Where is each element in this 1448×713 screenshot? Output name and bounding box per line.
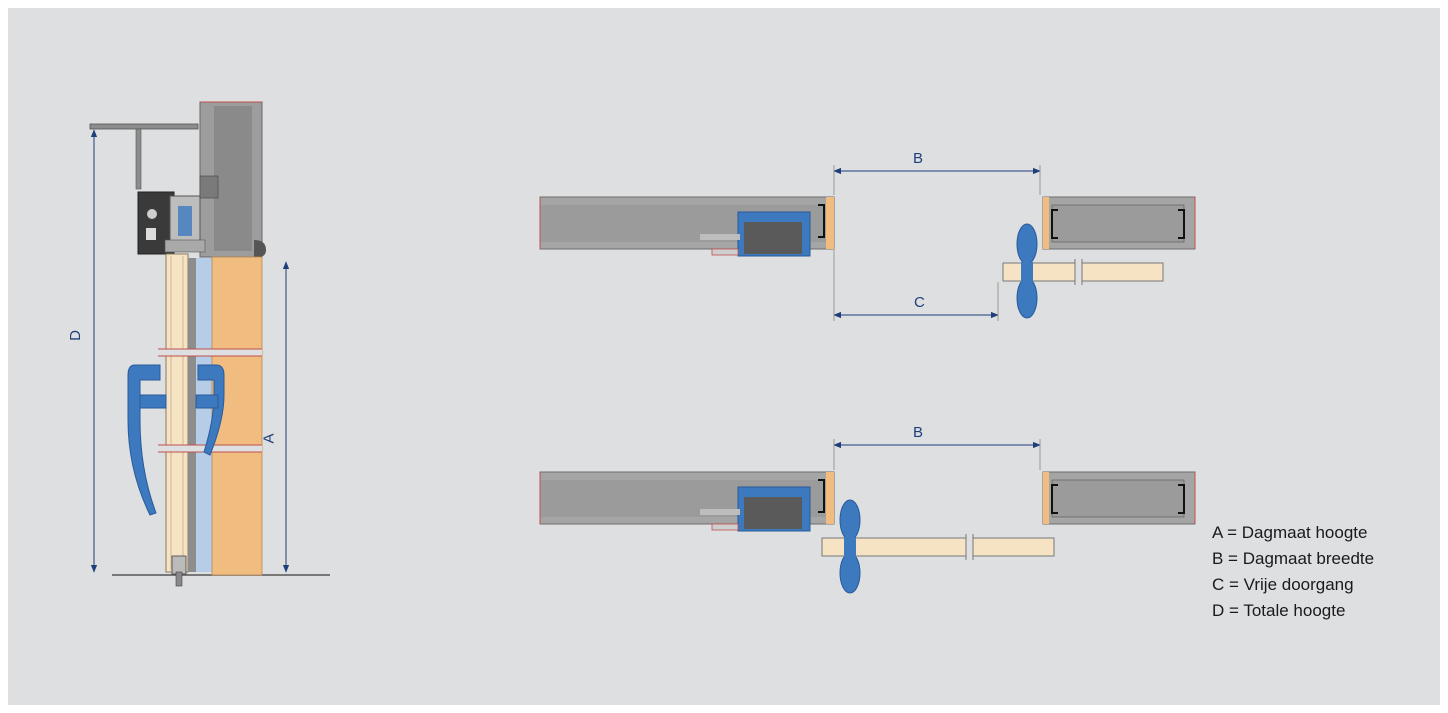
legend-item-b: B = Dagmaat breedte bbox=[1212, 549, 1375, 568]
dimension-label-a: A bbox=[260, 433, 278, 444]
dimension-label-c: C bbox=[914, 294, 925, 311]
vertical-section bbox=[89, 101, 330, 587]
legend-item-a: A = Dagmaat hoogte bbox=[1212, 523, 1368, 542]
dimension-label-b-bottom: B bbox=[913, 424, 924, 441]
legend-item-c: C = Vrije doorgang bbox=[1212, 575, 1354, 594]
legend-item-d: D = Totale hoogte bbox=[1212, 601, 1346, 620]
dimension-label-d: D bbox=[66, 330, 84, 341]
plan-view-top bbox=[539, 165, 1196, 321]
dimension-label-b-top: B bbox=[913, 150, 924, 167]
legend: A = Dagmaat hoogte B = Dagmaat breedte C… bbox=[1212, 520, 1374, 624]
plan-view-bottom bbox=[539, 439, 1196, 594]
